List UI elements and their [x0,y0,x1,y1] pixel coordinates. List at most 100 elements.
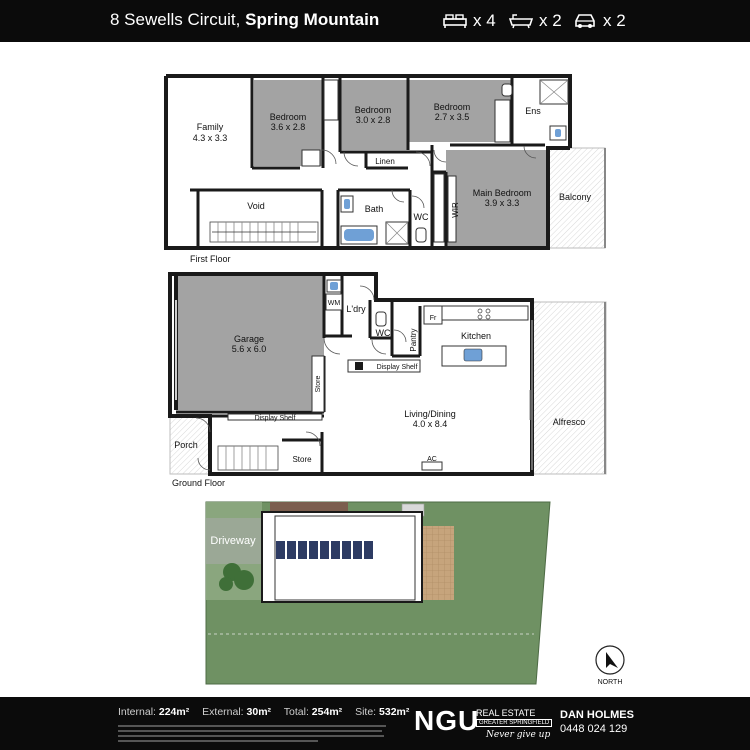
pantry-label: Pantry [409,328,418,351]
fridge-label: Fr [430,315,437,322]
bathroom-count-value: x 2 [539,11,562,30]
garage-label: Garage [234,334,264,344]
bathroom-count: x 2 [509,11,562,31]
first-floor-doors [321,145,537,209]
bath-icon [509,14,533,29]
family-label: Family [197,122,224,132]
wm-label: WM [328,300,341,307]
display-shelf-2 [227,413,323,421]
address-street: 8 Sewells Circuit, [110,10,241,29]
carspace-count: x 2 [573,11,626,31]
ac-unit [421,461,443,471]
alfresco-area [531,301,607,475]
solar-panels [276,541,373,559]
agency-location: GREATER SPRINGFIELD [476,719,553,727]
driveway-label: Driveway [210,535,256,547]
balcony-label: Balcony [559,192,592,202]
ground-floor-doors [195,285,407,471]
first-floor-label: First Floor [190,254,231,264]
main-bedroom-label: Main Bedroom [473,188,532,198]
alfresco-paving [420,526,454,600]
display-shelf-1-label: Display Shelf [377,364,418,371]
agent-phone: 0448 024 129 [560,723,628,735]
fridge [423,305,443,325]
ac-label: AC [427,456,437,463]
first-floor-plan: Family 4.3 x 3.3 Bedroom 3.6 x 2.8 Bedro… [164,74,606,264]
bedroom1-size: 3.6 x 2.8 [271,122,306,132]
living-dining-size: 4.0 x 8.4 [413,419,448,429]
trees [219,563,254,591]
kitchen-label: Kitchen [461,331,491,341]
first-floor-outer-wall [164,74,572,250]
property-address: 8 Sewells Circuit, Spring Mountain [110,10,379,30]
wardrobe-bed2 [323,79,339,121]
agent-name: DAN HOLMES [560,709,634,721]
wardrobe-bed1 [301,149,321,167]
bedroom-count-value: x 4 [473,11,496,30]
area-summary: Internal: 224m² External: 30m² Total: 25… [118,706,419,718]
wc-label-first: WC [414,212,429,222]
wir-robe [433,173,445,243]
footer-bar: Internal: 224m² External: 30m² Total: 25… [0,697,750,750]
bedroom-3-floor [408,80,511,142]
wc-toilet [415,227,427,243]
main-bedroom-floor [446,150,546,246]
bedroom-count: x 4 [443,11,496,31]
linen-label: Linen [375,157,395,166]
porch-area [169,415,211,475]
display-shelf-1 [347,359,421,373]
agency-tagline: Never give up [486,730,551,740]
stairs-ground-floor [217,445,279,471]
wir-label: WIR [451,202,460,218]
north-label: NORTH [598,679,623,686]
agency-logo: NGU [414,705,480,736]
ensuite-label: Ens [525,106,541,116]
bedroom1-label: Bedroom [270,112,307,122]
site-plan: Driveway NORTH [205,501,625,686]
internal-label: Internal: [118,706,156,718]
bedroom-2-floor [340,80,408,150]
address-suburb: Spring Mountain [245,10,380,29]
total-label: Total: [283,706,309,718]
void-label: Void [247,201,265,211]
carspace-count-value: x 2 [603,11,626,30]
internal-value: 224m² [158,706,190,718]
bed-icon [443,14,467,28]
floor-plans: Family 4.3 x 3.3 Bedroom 3.6 x 2.8 Bedro… [164,74,625,686]
garage-floor [178,276,324,410]
disclaimer-text [118,725,388,744]
bath-label: Bath [365,204,384,214]
ground-floor-label: Ground Floor [172,478,225,488]
washing-machine [325,293,343,311]
bedroom3-size: 2.7 x 3.5 [435,112,470,122]
site-label: Site: [355,706,377,718]
main-bedroom-size: 3.9 x 3.3 [485,198,520,208]
ensuite-toilet [501,83,513,97]
site-value: 532m² [379,706,410,718]
bedroom2-size: 3.0 x 2.8 [356,115,391,125]
family-size: 4.3 x 3.3 [193,133,228,143]
north-arrow-icon [595,645,625,675]
external-value: 30m² [246,706,272,718]
header-bar: 8 Sewells Circuit, Spring Mountain x 4 x… [0,0,750,42]
laundry-label: L'dry [346,304,366,314]
store-1 [311,355,325,413]
alfresco-label: Alfresco [553,417,586,427]
disclaimer-lines [118,725,386,742]
living-dining-label: Living/Dining [404,409,456,419]
wardrobe-bed3 [494,99,511,143]
store-2-label: Store [292,455,312,464]
balcony-area [547,147,606,249]
ground-wc-toilet [375,311,387,327]
external-label: External: [202,706,244,718]
bedroom2-label: Bedroom [355,105,392,115]
store-1-label: Store [315,376,322,393]
car-icon [575,14,595,28]
garage-size: 5.6 x 6.0 [232,344,267,354]
agency-brand: REAL ESTATE [476,708,536,718]
display-shelf-2-label: Display Shelf [255,415,296,422]
wc-label-ground: WC [376,328,391,338]
bedroom3-label: Bedroom [434,102,471,112]
porch-label: Porch [174,440,198,450]
total-value: 254m² [311,706,343,718]
